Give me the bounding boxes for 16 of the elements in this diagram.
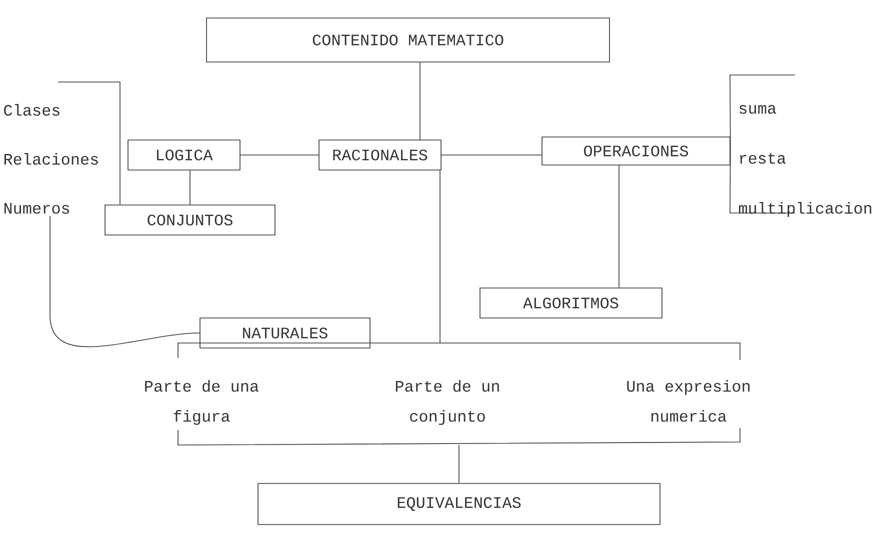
concept-box: OPERACIONES — [542, 136, 730, 166]
concept-box: EQUIVALENCIAS — [258, 483, 660, 525]
connector-line — [441, 154, 542, 156]
term-list: suma resta multiplicacion — [738, 105, 872, 217]
connector-line — [240, 154, 319, 156]
connector-line — [730, 74, 796, 214]
connector-line — [618, 165, 620, 288]
concept-box: CONTENIDO MATEMATICO — [206, 18, 610, 62]
concept-box: ALGORITMOS — [480, 288, 662, 318]
connector-line — [458, 444, 460, 484]
concept-box: CONJUNTOS — [104, 204, 276, 236]
concept-box: LOGICA — [128, 140, 240, 170]
term-list: Clases Relaciones Numeros — [4, 104, 98, 214]
connector-line — [58, 82, 120, 205]
concept-box: NATURALES — [200, 318, 370, 348]
concept-box: RACIONALES — [318, 140, 442, 170]
